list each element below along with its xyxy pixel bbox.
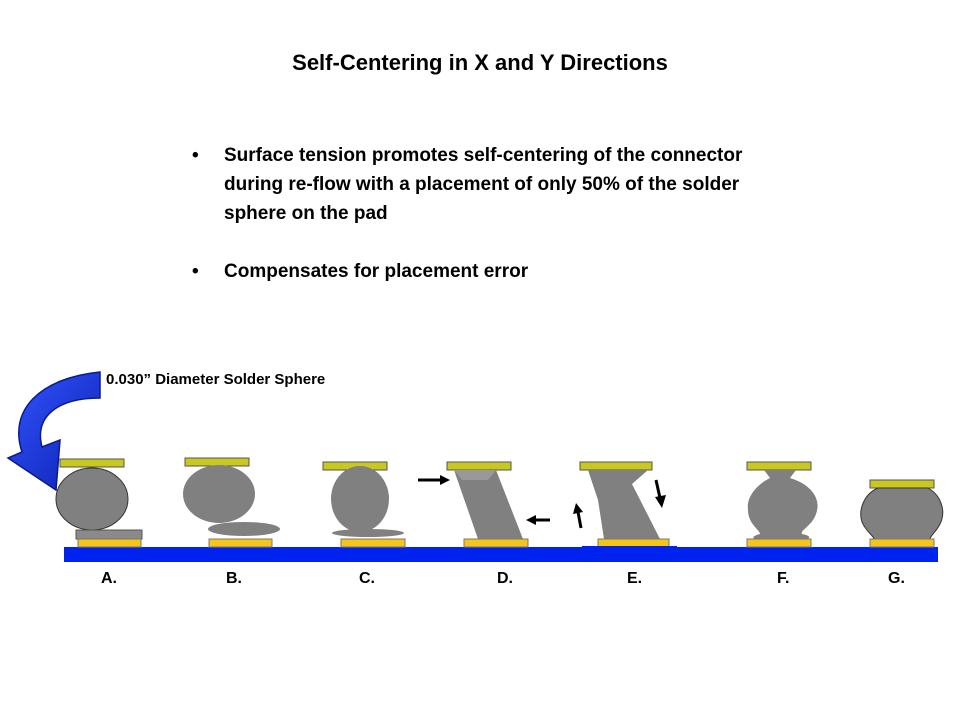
bullet-text: Compensates for placement error	[224, 261, 529, 282]
solder-joint	[860, 487, 944, 540]
stage-label-e: E.	[627, 570, 642, 587]
pad	[208, 538, 273, 548]
stage-g	[860, 479, 944, 548]
stage-label-a: A.	[101, 570, 117, 587]
solder-sphere-callout: 0.030” Diameter Solder Sphere	[106, 371, 326, 388]
arrow-right-icon	[418, 475, 450, 485]
connector-contact	[446, 461, 512, 471]
stage-label-g: G.	[888, 570, 905, 587]
pad	[340, 538, 406, 548]
stage-e	[573, 461, 677, 549]
bullet-text: Surface tension promotes self-centering …	[224, 145, 743, 224]
stage-label-c: C.	[359, 570, 375, 587]
pad	[597, 538, 670, 548]
connector-contact	[746, 461, 812, 471]
bullet-symbol: •	[192, 261, 199, 282]
stage-label-b: B.	[226, 570, 242, 587]
bullet-list: • Surface tension promotes self-centerin…	[192, 141, 792, 286]
solder-column	[588, 470, 660, 539]
circuit-board	[64, 547, 938, 562]
arrow-down-icon	[654, 479, 666, 508]
stage-c	[322, 461, 406, 548]
solder-melt	[208, 522, 280, 536]
pad-base	[582, 546, 677, 549]
stage-label-f: F.	[777, 570, 789, 587]
pad	[746, 538, 812, 548]
bullet-item: • Compensates for placement error	[192, 257, 792, 286]
solder-paste	[75, 529, 143, 540]
solder-sphere	[331, 466, 389, 532]
pad	[77, 538, 142, 548]
connector-contact	[869, 479, 935, 489]
pad	[463, 538, 529, 548]
connector-contact	[184, 457, 250, 467]
solder-sphere	[183, 465, 255, 523]
stage-a	[55, 458, 143, 548]
curved-arrow-icon	[6, 371, 101, 492]
stage-b	[183, 457, 280, 548]
stage-f	[746, 461, 818, 548]
connector-contact	[59, 458, 125, 468]
bullet-symbol: •	[192, 145, 199, 166]
connector-contact	[579, 461, 653, 471]
pad	[869, 538, 935, 548]
slide-title: Self-Centering in X and Y Directions	[292, 50, 668, 75]
solder-sphere	[55, 467, 129, 531]
arrow-up-icon	[573, 503, 583, 529]
arrow-left-icon	[526, 515, 550, 525]
solder-waist	[454, 470, 496, 480]
stage-label-d: D.	[497, 570, 513, 587]
stage-d	[418, 461, 550, 548]
solder-column	[454, 470, 523, 539]
bullet-item: • Surface tension promotes self-centerin…	[192, 141, 792, 228]
solder-joint	[747, 470, 818, 540]
solder-melt	[332, 529, 404, 537]
